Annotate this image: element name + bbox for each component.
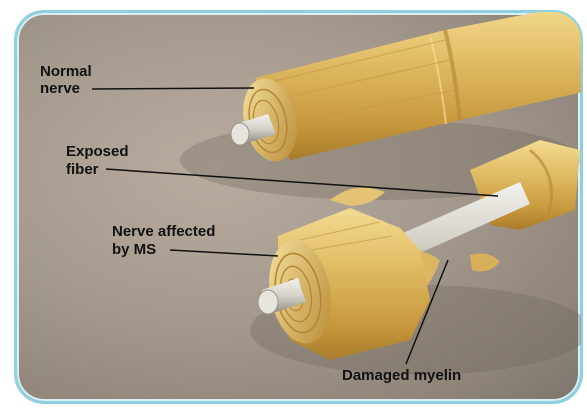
- myelin-fragment: [470, 254, 500, 272]
- normal-fiber-end: [231, 123, 249, 145]
- ms-fiber-end: [258, 290, 278, 314]
- label-myelin: Damaged myelin: [342, 367, 461, 384]
- label-ms-nerve: Nerve affected by MS: [112, 223, 278, 258]
- label-exposed-line2: fiber: [66, 161, 99, 178]
- label-ms-line1: Nerve affected: [112, 223, 215, 240]
- label-normal-line1: Normal: [40, 63, 92, 80]
- leader-ms-nerve: [170, 250, 278, 256]
- label-ms-line2: by MS: [112, 241, 156, 258]
- label-normal-nerve: Normal nerve: [40, 63, 254, 97]
- label-normal-line2: nerve: [40, 80, 80, 97]
- label-exposed-line1: Exposed: [66, 143, 129, 160]
- leader-normal-nerve: [92, 88, 254, 89]
